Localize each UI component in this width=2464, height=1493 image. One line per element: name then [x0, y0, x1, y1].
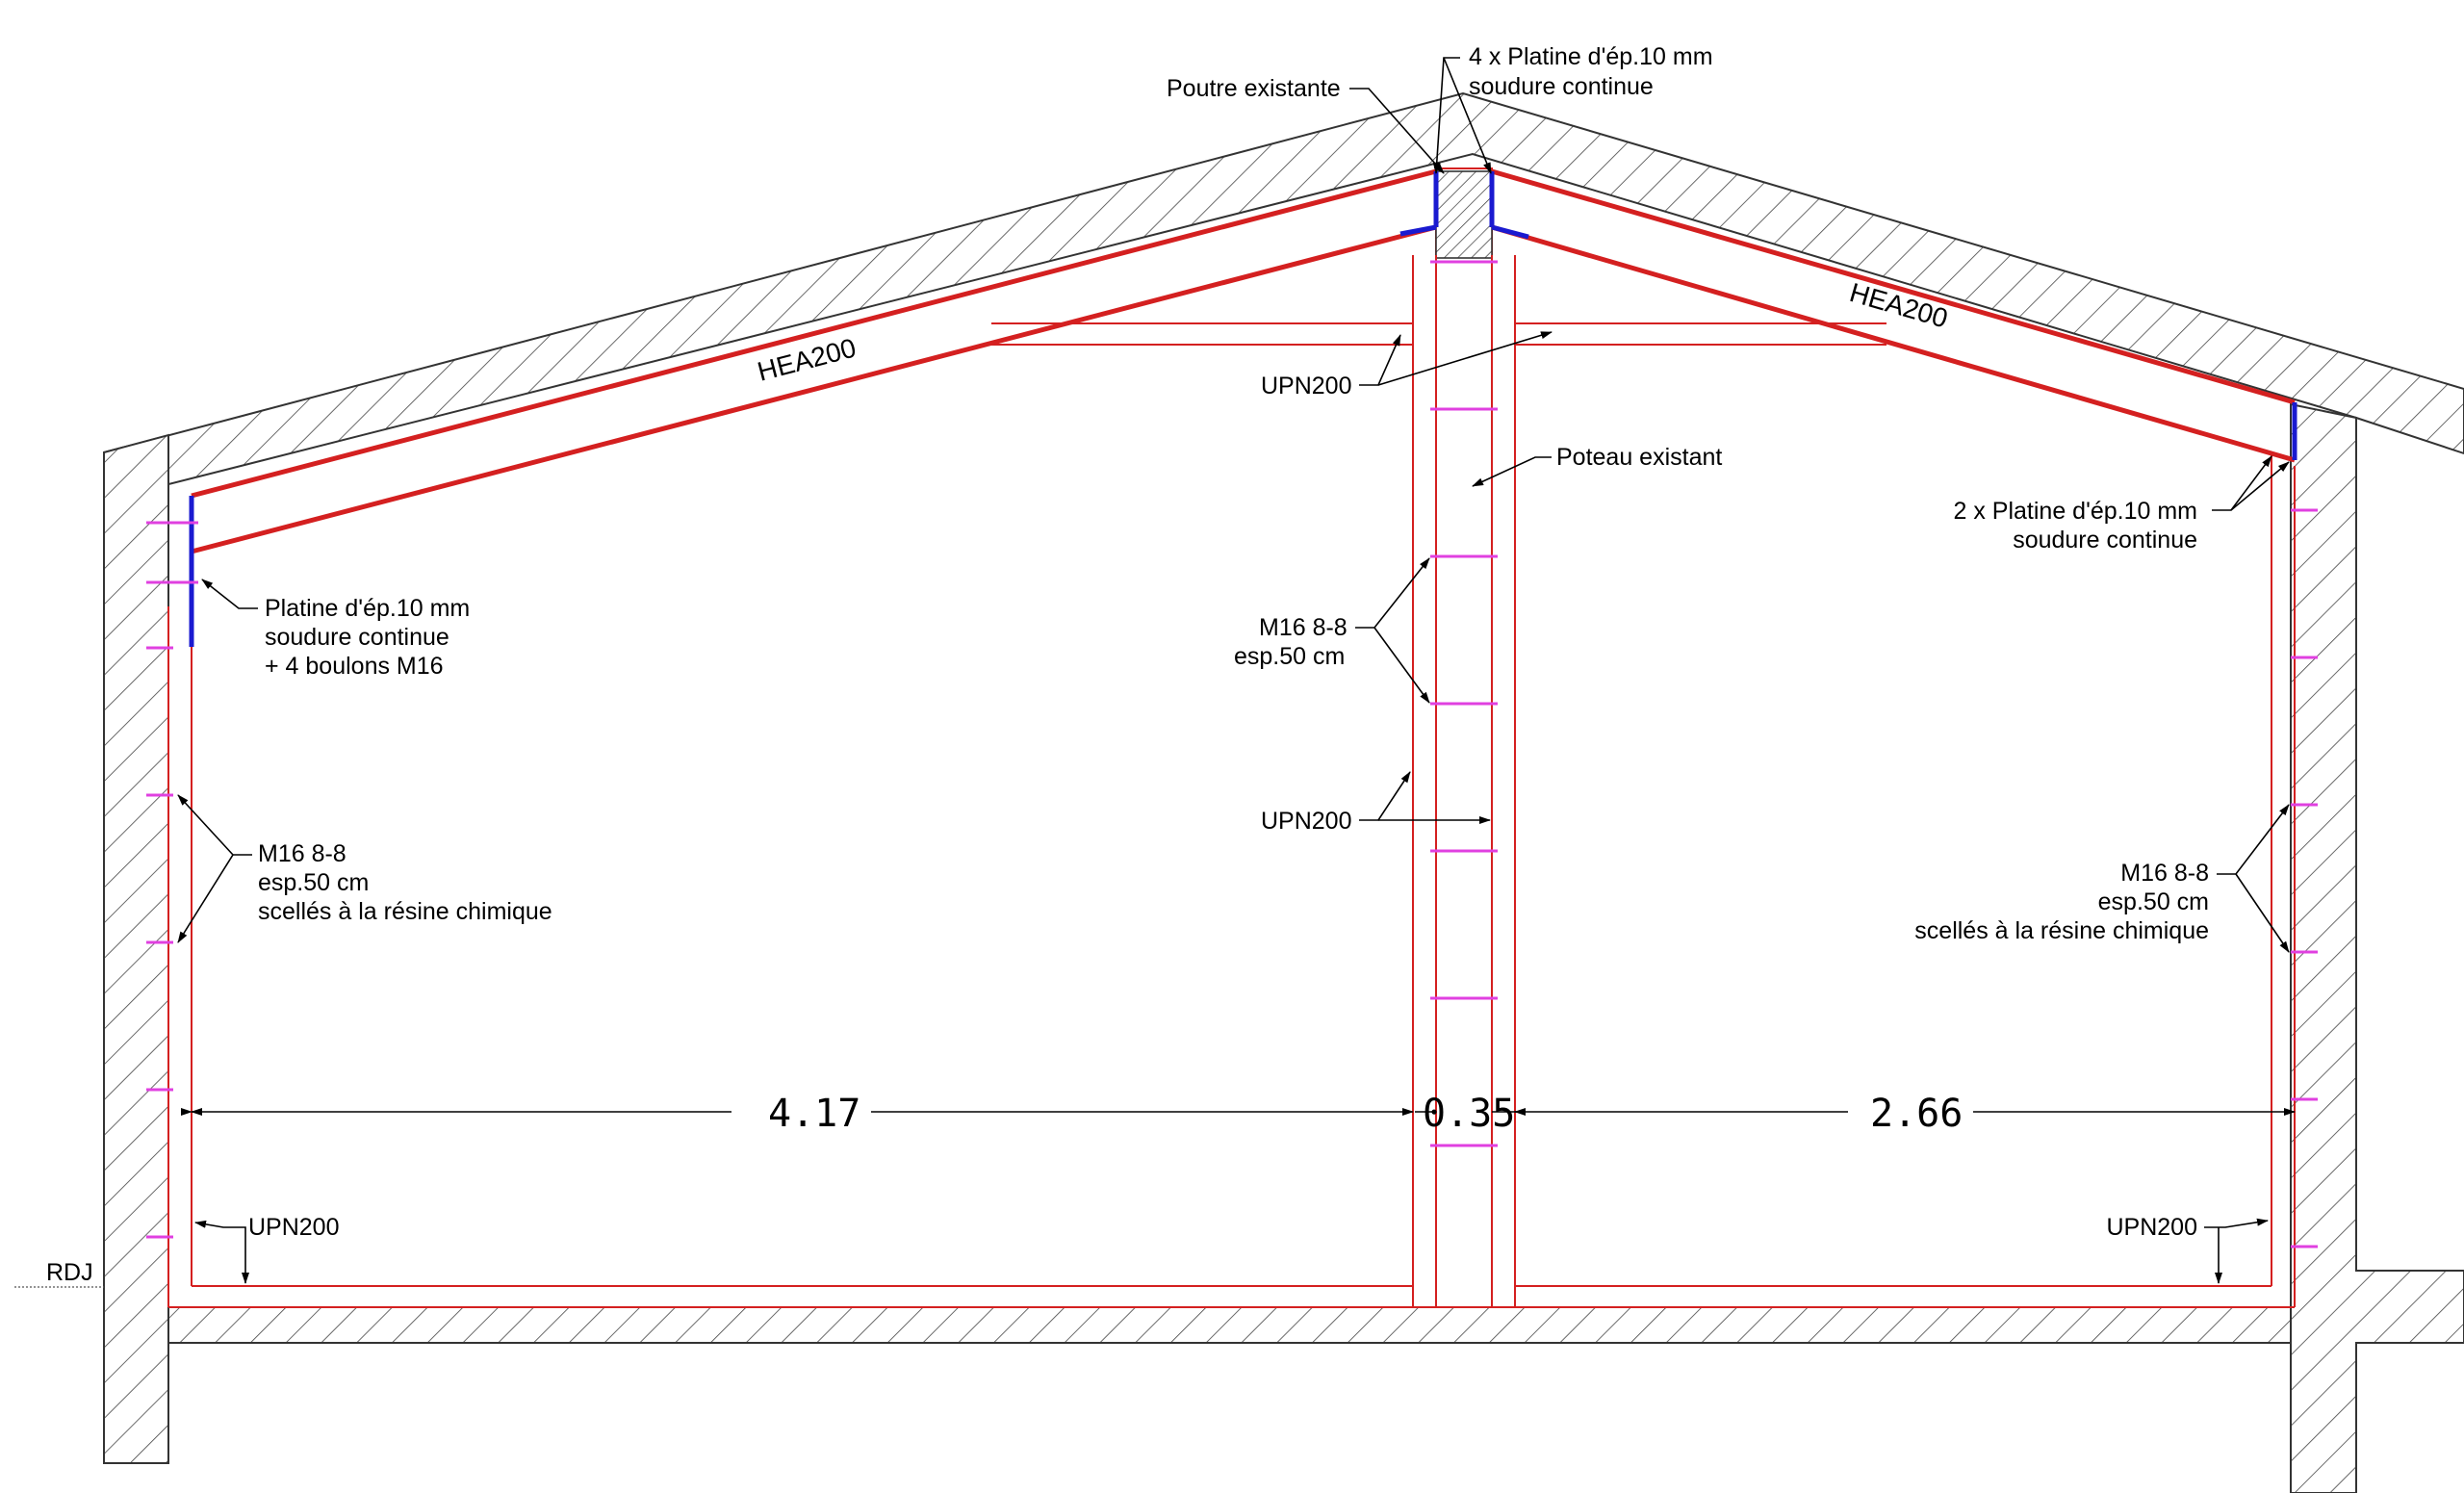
existing-post	[1435, 167, 1493, 1308]
callout-upn-bottom-left: UPN200	[194, 1214, 340, 1284]
top-plates-line1: 4 x Platine d'ép.10 mm	[1469, 43, 1713, 70]
plates	[189, 171, 2297, 647]
left-plate-line1: Platine d'ép.10 mm	[265, 595, 470, 622]
callout-existing-beam: Poutre existante	[1167, 75, 1445, 174]
hea200-left-beam	[191, 168, 1437, 554]
left-plate-line2: soudure continue	[265, 624, 449, 651]
dim-right-value: 2.66	[1870, 1092, 1963, 1136]
hea200-right-beam	[1491, 168, 2296, 463]
dim-center-value: 0.35	[1423, 1092, 1515, 1136]
callout-upn-bottom-right: UPN200	[2107, 1214, 2269, 1284]
callout-center-bolts: M16 8-8 esp.50 cm	[1234, 557, 1430, 704]
beam-left-label: HEA200	[755, 333, 860, 387]
callout-upn-top: UPN200	[1261, 331, 1553, 399]
right-upn200-post	[2271, 452, 2296, 1307]
callout-left-plate: Platine d'ép.10 mm soudure continue + 4 …	[201, 579, 470, 680]
existing-structure	[103, 91, 2464, 1493]
center-bolts-line2: esp.50 cm	[1234, 643, 1345, 670]
bottom-upn200-rails	[168, 1285, 2295, 1308]
top-plates-line2: soudure continue	[1469, 73, 1654, 100]
right-bolts-line1: M16 8-8	[2120, 860, 2209, 887]
upn-center-label: UPN200	[1261, 808, 1352, 835]
level-label: RDJ	[46, 1259, 93, 1286]
left-upn200-post	[167, 578, 192, 1307]
right-plates-line1: 2 x Platine d'ép.10 mm	[1953, 498, 2197, 525]
right-wall	[2290, 402, 2464, 1493]
right-bolts-line2: esp.50 cm	[2098, 888, 2209, 915]
callout-right-plates: 2 x Platine d'ép.10 mm soudure continue	[1953, 455, 2290, 553]
left-wall	[103, 433, 169, 1464]
right-plates-line2: soudure continue	[2013, 527, 2197, 553]
right-bolts	[2291, 508, 2318, 1248]
center-upn200-pair	[1412, 255, 1516, 1307]
callout-top-plates: 4 x Platine d'ép.10 mm soudure continue	[1432, 43, 1713, 174]
left-bolts	[146, 521, 198, 1239]
left-bolts-line3: scellés à la résine chimique	[258, 898, 552, 925]
right-bolts-line3: scellés à la résine chimique	[1914, 917, 2209, 944]
left-bolts-line1: M16 8-8	[258, 840, 346, 867]
center-bolts-line1: M16 8-8	[1259, 614, 1348, 641]
dim-left-value: 4.17	[768, 1092, 860, 1136]
callout-right-bolts: M16 8-8 esp.50 cm scellés à la résine ch…	[1914, 804, 2290, 953]
upn-top-label: UPN200	[1261, 373, 1352, 399]
left-bolts-line2: esp.50 cm	[258, 869, 369, 896]
upn-left-bottom-label: UPN200	[248, 1214, 340, 1241]
existing-post-label: Poteau existant	[1556, 444, 1722, 471]
roof-slab	[103, 91, 2464, 502]
callout-left-bolts: M16 8-8 esp.50 cm scellés à la résine ch…	[177, 794, 552, 943]
existing-beam-section	[1435, 170, 1493, 259]
upn-right-bottom-label: UPN200	[2107, 1214, 2198, 1241]
callout-upn-center: UPN200	[1261, 771, 1491, 835]
existing-beam-label: Poutre existante	[1167, 75, 1341, 102]
level-marker: RDJ	[14, 1259, 104, 1288]
center-bolts	[1430, 260, 1498, 1147]
floor-slab	[167, 1306, 2292, 1344]
dimension-line: 4.17 0.35 2.66	[181, 1092, 2296, 1136]
callout-existing-post: Poteau existant	[1472, 444, 1722, 487]
left-plate-line3: + 4 boulons M16	[265, 653, 444, 680]
